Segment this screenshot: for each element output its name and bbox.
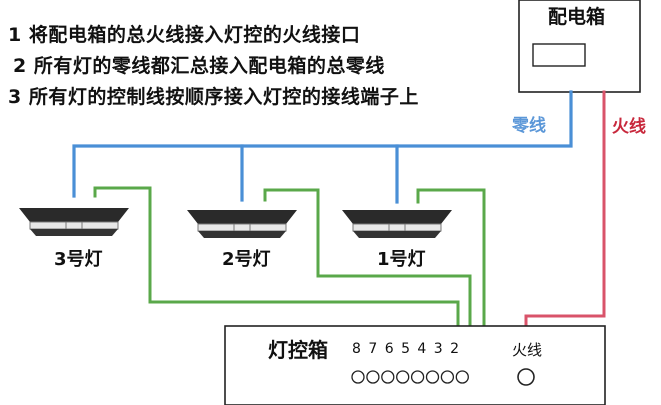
- lamp-2: 2号灯: [187, 210, 297, 270]
- neutral-wire-label: 零线: [511, 115, 546, 136]
- live-terminal-label: 火线: [512, 341, 542, 359]
- control-wires: [93, 186, 486, 374]
- light-controller-box: 灯控箱 8 7 6 5 4 3 2 火线: [224, 325, 606, 405]
- terminal-circle-icon[interactable]: [410, 370, 425, 384]
- terminal-circle-icon[interactable]: [381, 370, 395, 384]
- neutral-wires: [72, 90, 573, 204]
- terminal-circle-icon[interactable]: [425, 370, 440, 384]
- lamp-2-label: 2号灯: [222, 249, 271, 270]
- lamp-1: 1号灯: [342, 210, 452, 270]
- terminal-circle-icon[interactable]: [366, 370, 380, 384]
- terminal-numbers: 8 7 6 5 4 3 2: [352, 341, 461, 357]
- ceiling-lamp-icon: [19, 208, 129, 236]
- terminal-row: [351, 370, 469, 384]
- instruction-2: 2 所有灯的零线都汇总接入配电箱的总零线: [13, 55, 385, 77]
- lamp-3-label: 3号灯: [54, 249, 103, 270]
- terminal-circle-icon[interactable]: [440, 370, 455, 384]
- controller-label: 灯控箱: [268, 338, 328, 362]
- lamp-3: 3号灯: [19, 208, 129, 270]
- terminal-circle-icon[interactable]: [396, 370, 410, 384]
- ceiling-lamp-icon: [342, 210, 452, 238]
- breaker-window: [532, 43, 586, 67]
- live-terminal[interactable]: [517, 368, 535, 386]
- instruction-1: 1 将配电箱的总火线接入灯控的火线接口: [8, 24, 361, 46]
- terminal-circle-icon[interactable]: [351, 370, 365, 384]
- terminal-circle-icon[interactable]: [455, 370, 469, 384]
- ceiling-lamp-icon: [187, 210, 297, 238]
- distribution-box: 配电箱: [518, 0, 641, 93]
- instruction-3: 3 所有灯的控制线按顺序接入灯控的接线端子上: [8, 86, 419, 108]
- live-wire-label: 火线: [612, 116, 646, 137]
- distribution-box-label: 配电箱: [548, 5, 605, 28]
- lamp-1-label: 1号灯: [377, 249, 426, 270]
